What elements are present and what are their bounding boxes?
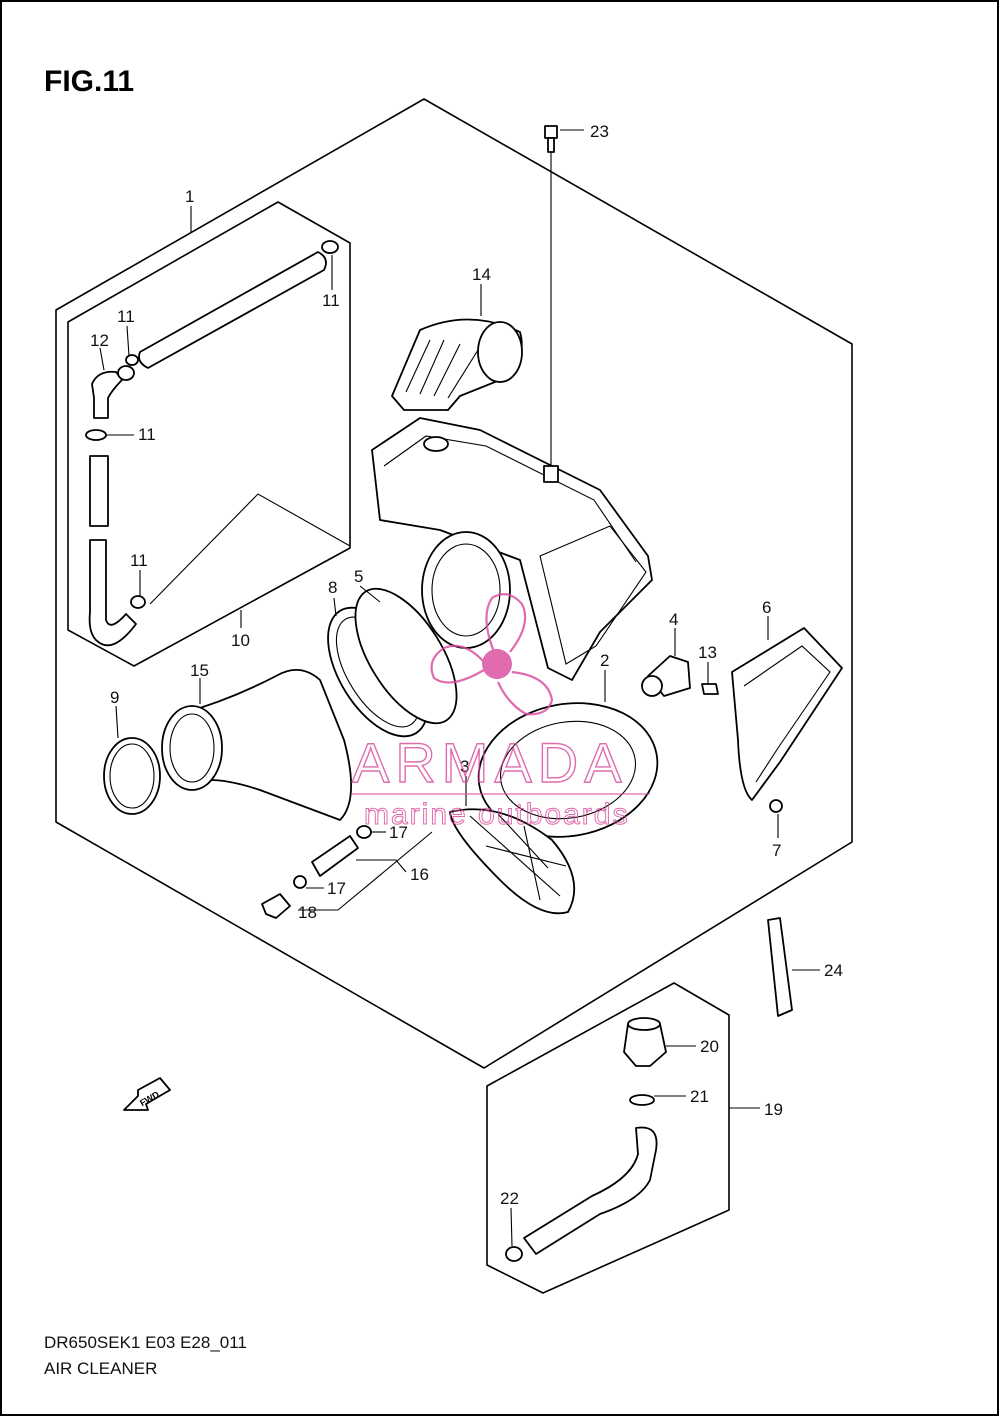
callout-17-b: 17 xyxy=(327,879,346,898)
callout-10: 10 xyxy=(231,631,250,650)
callout-18: 18 xyxy=(298,903,317,922)
diagram-code: DR650SEK1 E03 E28_011 xyxy=(44,1333,247,1352)
breather-elbow xyxy=(91,365,135,419)
callout-19: 19 xyxy=(764,1100,783,1119)
element-holder xyxy=(641,655,691,697)
callout-17-a: 17 xyxy=(389,823,408,842)
drain-hose-22 xyxy=(523,1126,658,1255)
callout-14: 14 xyxy=(472,265,491,284)
figure-title: FIG.11 xyxy=(44,65,134,98)
callout-2: 2 xyxy=(600,651,609,670)
callout-16: 16 xyxy=(410,865,429,884)
breather-assembly-outline xyxy=(67,201,351,667)
main-assembly-outline xyxy=(55,98,853,1069)
screw-7 xyxy=(769,799,783,813)
callout-23: 23 xyxy=(590,122,609,141)
leader-lines xyxy=(99,129,820,1247)
callout-21: 21 xyxy=(690,1087,709,1106)
callout-7: 7 xyxy=(772,841,781,860)
callout-13: 13 xyxy=(698,643,717,662)
watermark-propeller-logo xyxy=(430,593,554,716)
clamp-21 xyxy=(629,1094,655,1106)
breather-hose-bent xyxy=(88,539,137,647)
callout-8: 8 xyxy=(328,578,337,597)
intake-tube xyxy=(161,669,352,821)
callout-5: 5 xyxy=(354,567,363,586)
diagram-name: AIR CLEANER xyxy=(44,1359,157,1378)
hose-clamp xyxy=(103,737,161,815)
callout-15: 15 xyxy=(190,661,209,680)
clamp-11-b xyxy=(85,429,107,441)
callout-11-d: 11 xyxy=(130,551,148,570)
watermark-tagline: marine outboards xyxy=(364,798,629,831)
callout-3: 3 xyxy=(460,757,469,776)
drain-plug-20 xyxy=(623,1017,667,1067)
callout-22: 22 xyxy=(500,1189,519,1208)
callout-20: 20 xyxy=(700,1037,719,1056)
bracket-24 xyxy=(767,917,793,1017)
clamp-17-b xyxy=(293,875,307,889)
plug-18 xyxy=(261,893,291,919)
callout-12: 12 xyxy=(90,331,109,350)
drain-assembly-outline xyxy=(486,982,730,1294)
callout-6: 6 xyxy=(762,598,771,617)
drain-hose-16 xyxy=(311,835,359,877)
screw-13 xyxy=(701,683,719,695)
breather-hose-long xyxy=(138,240,339,369)
callout-11-b: 11 xyxy=(117,307,135,326)
callout-11-a: 11 xyxy=(322,291,340,310)
breather-hose-short xyxy=(89,455,109,527)
callout-1: 1 xyxy=(185,187,194,206)
filter-screen xyxy=(354,587,458,725)
clamp-22 xyxy=(505,1246,523,1262)
side-cover xyxy=(731,627,843,801)
callout-9: 9 xyxy=(110,688,119,707)
screw-23 xyxy=(544,125,558,153)
intake-duct xyxy=(391,318,523,411)
callout-4: 4 xyxy=(669,610,678,629)
forward-direction-arrow: FWD xyxy=(123,1077,171,1111)
callout-labels: 1 2 3 4 5 6 7 8 9 10 11 11 11 11 12 13 1… xyxy=(90,122,843,1208)
clamp-11-c xyxy=(130,595,146,609)
filter-element xyxy=(477,702,659,838)
element-cage xyxy=(449,808,576,915)
callout-24: 24 xyxy=(824,961,843,980)
clamp-11-a xyxy=(125,354,139,366)
watermark: ARMADA marine outboards xyxy=(351,593,650,832)
watermark-brand: ARMADA xyxy=(352,731,628,794)
callout-11-c: 11 xyxy=(138,425,156,444)
clamp-17-a xyxy=(356,825,372,839)
